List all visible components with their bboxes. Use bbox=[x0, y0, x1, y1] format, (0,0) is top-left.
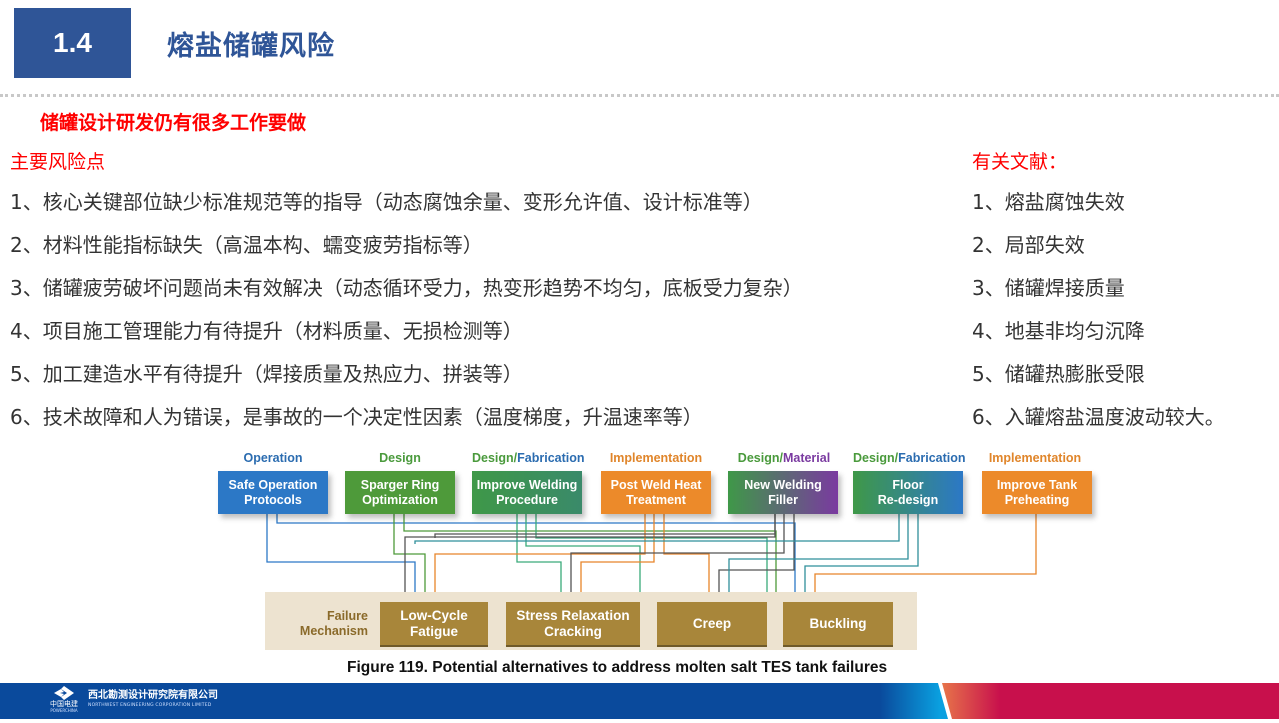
reference-list: 1、熔盐腐蚀失效 2、局部失效 3、储罐焊接质量 4、地基非均匀沉降 5、储罐热… bbox=[972, 181, 1225, 439]
references-heading: 有关文献： bbox=[972, 151, 1068, 173]
risks-heading: 主要风险点 bbox=[10, 151, 106, 173]
category-design-material: Design/Material bbox=[737, 451, 831, 465]
risk-list: 1、核心关键部位缺少标准规范等的指导（动态腐蚀余量、变形允许值、设计标准等） 2… bbox=[10, 181, 803, 439]
footer-accent bbox=[880, 683, 1000, 719]
failure-creep: Creep bbox=[657, 602, 767, 647]
reference-item: 3、储罐焊接质量 bbox=[972, 276, 1125, 300]
dotted-divider bbox=[0, 94, 1279, 97]
footer-red-band bbox=[1000, 683, 1279, 719]
risk-item: 3、储罐疲劳破坏问题尚未有效解决（动态循环受力，热变形趋势不均匀，底板受力复杂） bbox=[10, 276, 803, 300]
page-title: 熔盐储罐风险 bbox=[167, 31, 335, 62]
connector-lines bbox=[266, 514, 1037, 603]
category-implementation: Implementation bbox=[609, 451, 703, 465]
category-design-fabrication: Design/Fabrication bbox=[472, 451, 585, 465]
risk-item: 5、加工建造水平有待提升（焊接质量及热应力、拼装等） bbox=[10, 362, 523, 386]
category-design-fabrication-2: Design/Fabrication bbox=[853, 451, 966, 465]
failure-buckling: Buckling bbox=[783, 602, 893, 647]
risk-item: 2、材料性能指标缺失（高温本构、蠕变疲劳指标等） bbox=[10, 233, 483, 257]
reference-item: 4、地基非均匀沉降 bbox=[972, 319, 1145, 343]
figure-caption: Figure 119. Potential alternatives to ad… bbox=[347, 659, 888, 676]
reference-item: 6、入罐熔盐温度波动较大。 bbox=[972, 405, 1225, 429]
risk-item: 1、核心关键部位缺少标准规范等的指导（动态腐蚀余量、变形允许值、设计标准等） bbox=[10, 190, 763, 214]
category-implementation-2: Implementation bbox=[988, 451, 1082, 465]
reference-item: 5、储罐热膨胀受限 bbox=[972, 362, 1145, 386]
category-design: Design bbox=[379, 451, 421, 465]
section-number-badge: 1.4 bbox=[14, 8, 131, 78]
powerchina-logo: 中国电建 POWERCHINA bbox=[50, 686, 78, 713]
company-name: 西北勘测设计研究院有限公司 NORTHWEST ENGINEERING CORP… bbox=[88, 690, 218, 708]
subtitle: 储罐设计研发仍有很多工作要做 bbox=[40, 112, 307, 134]
risk-item: 6、技术故障和人为错误，是事故的一个决定性因素（温度梯度，升温速率等） bbox=[10, 405, 703, 429]
category-operation: Operation bbox=[243, 451, 303, 465]
company-logo: 中国电建 POWERCHINA 西北勘测设计研究院有限公司 NORTHWEST … bbox=[50, 686, 218, 713]
reference-item: 2、局部失效 bbox=[972, 233, 1085, 257]
powerchina-diamond-icon bbox=[54, 686, 74, 700]
section-number: 1.4 bbox=[53, 27, 92, 58]
reference-item: 1、熔盐腐蚀失效 bbox=[972, 190, 1125, 214]
risk-item: 4、项目施工管理能力有待提升（材料质量、无损检测等） bbox=[10, 319, 523, 343]
